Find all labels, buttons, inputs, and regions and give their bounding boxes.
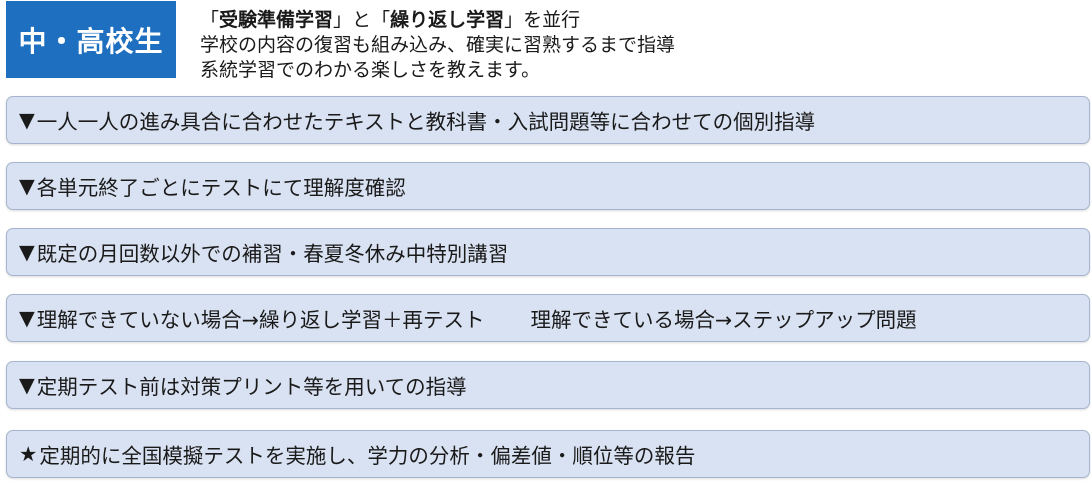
- triangle-marker-icon: ▼: [19, 108, 35, 132]
- conjunction: と: [352, 9, 372, 31]
- intro-line-1: 「受験準備学習」と「繰り返し学習」を並行: [200, 8, 1080, 33]
- triangle-marker-icon: ▼: [19, 373, 35, 397]
- feature-item: ▼ 定期テスト前は対策プリント等を用いての指導: [6, 361, 1090, 409]
- triangle-marker-icon: ▼: [19, 240, 35, 264]
- intro-text: 「受験準備学習」と「繰り返し学習」を並行 学校の内容の復習も組み込み、確実に習熟…: [200, 8, 1080, 83]
- feature-item-text: 定期テスト前は対策プリント等を用いての指導: [36, 375, 467, 399]
- feature-item: ★ 定期的に全国模擬テストを実施し、学力の分析・偏差値・順位等の報告: [6, 430, 1090, 478]
- feature-item-text: 理解できていない場合→繰り返し学習＋再テスト: [36, 308, 485, 332]
- quote-open-2: 「: [371, 9, 391, 31]
- exam-prep-learning: 受験準備学習: [219, 9, 334, 31]
- intro-line-1-tail: を並行: [523, 9, 581, 31]
- triangle-marker-icon: ▼: [19, 306, 35, 330]
- feature-item-text: 各単元終了ごとにテストにて理解度確認: [36, 176, 406, 200]
- feature-item-text: 一人一人の進み具合に合わせたテキストと教科書・入試問題等に合わせての個別指導: [36, 110, 816, 134]
- quote-close-1: 」: [333, 9, 353, 31]
- triangle-marker-icon: ▼: [19, 174, 35, 198]
- feature-item: ▼ 各単元終了ごとにテストにて理解度確認: [6, 162, 1090, 210]
- feature-item: ▼ 一人一人の進み具合に合わせたテキストと教科書・入試問題等に合わせての個別指導: [6, 96, 1090, 144]
- intro-line-3: 系統学習でのわかる楽しさを教えます。: [200, 59, 541, 81]
- quote-close-2: 」: [504, 9, 524, 31]
- feature-item-text: 既定の月回数以外での補習・春夏冬休み中特別講習: [36, 242, 509, 266]
- repetition-learning: 繰り返し学習: [390, 9, 505, 31]
- level-badge: 中・高校生: [6, 1, 176, 78]
- star-marker-icon: ★: [19, 442, 38, 466]
- intro-line-2: 学校の内容の復習も組み込み、確実に習熟するまで指導: [200, 34, 676, 56]
- quote-open-1: 「: [200, 9, 220, 31]
- feature-item: ▼ 既定の月回数以外での補習・春夏冬休み中特別講習: [6, 228, 1090, 276]
- level-badge-label: 中・高校生: [18, 24, 164, 58]
- feature-item-text: 定期的に全国模擬テストを実施し、学力の分析・偏差値・順位等の報告: [39, 444, 696, 468]
- feature-item: ▼ 理解できていない場合→繰り返し学習＋再テスト 理解できている場合→ステップア…: [6, 294, 1090, 342]
- feature-item-extra-text: 理解できている場合→ステップアップ問題: [530, 308, 917, 332]
